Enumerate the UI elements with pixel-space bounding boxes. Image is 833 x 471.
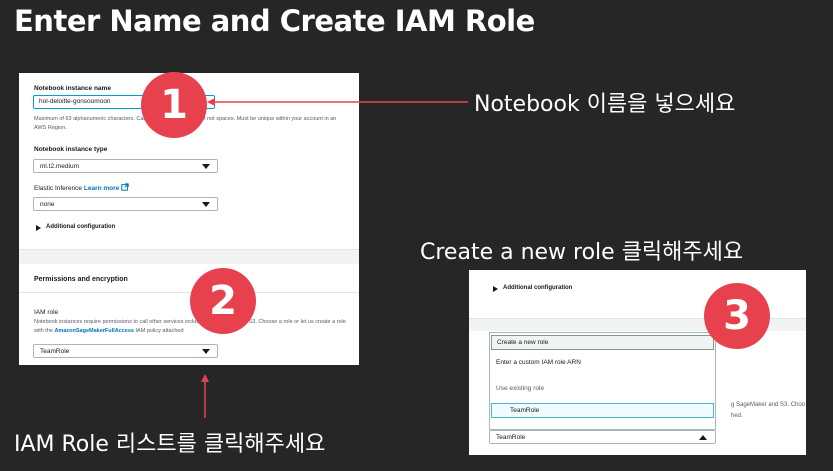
chevron-up-icon <box>699 435 707 440</box>
additional-config-toggle[interactable]: Additional configuration <box>36 223 186 233</box>
divider <box>19 249 359 250</box>
instance-type-value: ml.t2.medium <box>40 163 80 170</box>
step-badge-1: 1 <box>141 72 207 138</box>
background-hint-text: hed. <box>731 413 743 419</box>
step-badge-3: 3 <box>704 283 770 349</box>
slide-title: Enter Name and Create IAM Role <box>14 4 535 38</box>
background-hint-text: g SageMaker and S3. Choo <box>731 402 806 408</box>
chevron-down-icon <box>202 164 210 169</box>
learn-more-link[interactable]: Learn more <box>83 185 120 192</box>
option-label: TeamRole <box>510 407 540 414</box>
option-custom-arn[interactable]: Enter a custom IAM role ARN <box>496 359 581 366</box>
caret-right-icon <box>36 225 41 231</box>
iam-hint-suffix: IAM policy attached <box>135 328 184 334</box>
option-label: Create a new role <box>497 339 549 346</box>
iam-role-value: TeamRole <box>496 434 526 441</box>
notebook-name-value: hol-deloitte-gonsoomoon <box>39 98 111 105</box>
iam-role-value: TeamRole <box>40 348 70 355</box>
external-link-icon <box>121 183 129 191</box>
caret-right-icon <box>493 286 498 292</box>
iam-role-select[interactable]: TeamRole <box>489 430 716 444</box>
step-badge-2: 2 <box>190 268 256 334</box>
arrow-to-iam-role <box>201 374 209 418</box>
elastic-inference-value: none <box>40 201 55 208</box>
additional-config-label: Additional configuration <box>46 224 116 230</box>
iam-policy-link[interactable]: AmazonSageMakerFullAccess <box>54 328 134 334</box>
caption-step3: Create a new role 클릭해주세요 <box>420 240 744 265</box>
caption-step1: Notebook 이름을 넣으세요 <box>474 92 736 117</box>
option-group-existing: Use existing role <box>496 385 545 392</box>
option-teamrole[interactable]: TeamRole <box>491 403 714 418</box>
role-dropdown-list: Create a new role Enter a custom IAM rol… <box>489 332 716 430</box>
option-create-new-role[interactable]: Create a new role <box>491 335 714 350</box>
additional-config-toggle[interactable]: Additional configuration <box>493 284 643 294</box>
iam-role-hint: Notebook instances require permissions t… <box>34 318 354 336</box>
permissions-header: Permissions and encryption <box>34 276 128 283</box>
elastic-inference-label: Elastic Inference Learn more <box>34 183 129 192</box>
iam-role-label: IAM role <box>34 309 59 316</box>
instance-type-label: Notebook instance type <box>34 146 108 153</box>
elastic-inference-select[interactable]: none <box>33 197 218 211</box>
section-band <box>19 250 359 264</box>
iam-hint-text: Notebook instances require permissions t… <box>34 319 346 334</box>
elastic-inference-text: Elastic Inference <box>34 185 83 192</box>
chevron-down-icon <box>202 202 210 207</box>
additional-config-label: Additional configuration <box>503 285 573 291</box>
instance-type-select[interactable]: ml.t2.medium <box>33 159 218 173</box>
notebook-name-label: Notebook instance name <box>34 85 111 92</box>
divider <box>19 292 359 293</box>
chevron-down-icon <box>202 349 210 354</box>
caption-step2: IAM Role 리스트를 클릭해주세요 <box>14 432 326 457</box>
iam-role-select[interactable]: TeamRole <box>33 344 218 358</box>
